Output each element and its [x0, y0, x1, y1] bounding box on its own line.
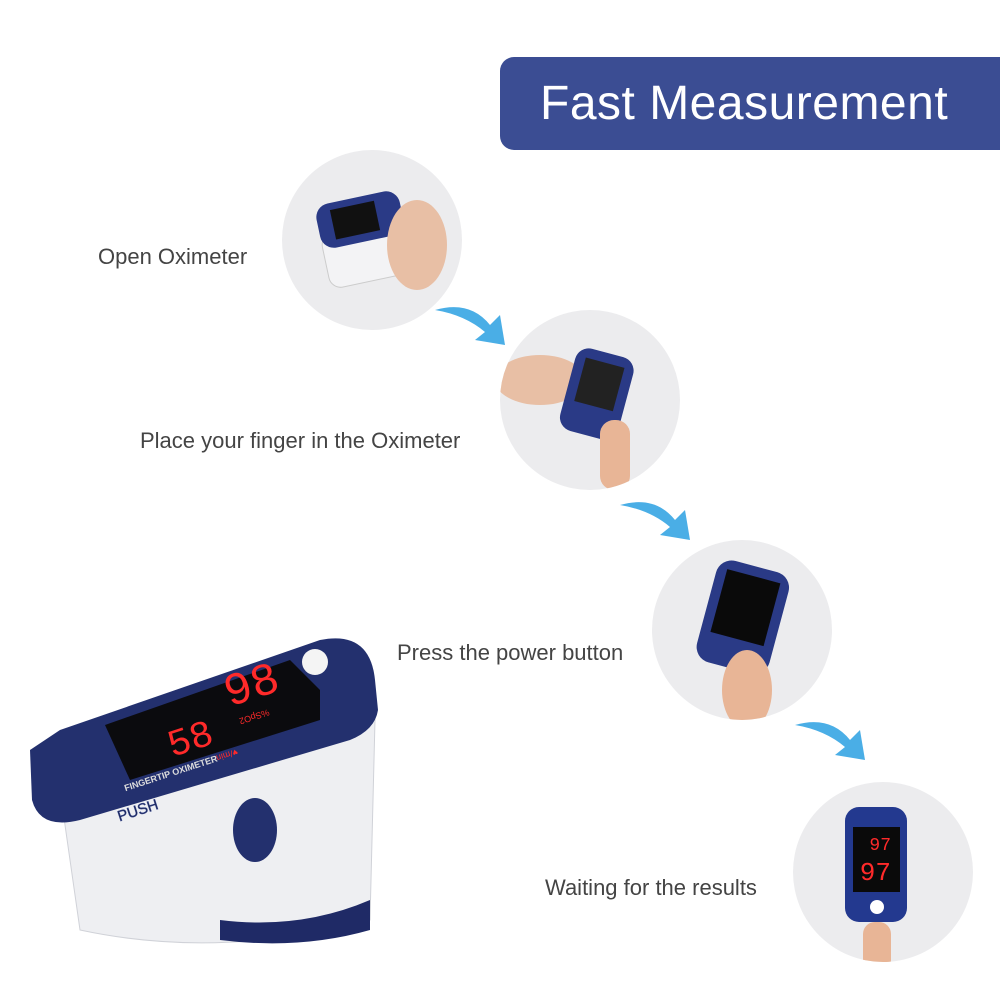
oximeter-device-image: 98 58 %SpO2 ♥/min FINGERTIP OXIMETER PUS… [30, 638, 378, 944]
arrow-icon [795, 722, 865, 760]
step-3-photo [652, 540, 832, 720]
step-1-photo [282, 150, 462, 330]
step-4-photo: 97 97 [793, 782, 973, 962]
step-2-photo [500, 310, 680, 490]
step-3-label: Press the power button [397, 640, 624, 665]
step-1-label: Open Oximeter [98, 244, 248, 269]
step-2-label: Place your finger in the Oximeter [140, 428, 461, 453]
result-pr: 97 [869, 836, 891, 856]
title-banner: Fast Measurement [500, 57, 1000, 150]
arrow-icon [620, 502, 690, 540]
arrow-icon [435, 307, 505, 345]
result-spo2: 97 [860, 858, 891, 888]
step-4-label: Waiting for the results [545, 875, 757, 900]
